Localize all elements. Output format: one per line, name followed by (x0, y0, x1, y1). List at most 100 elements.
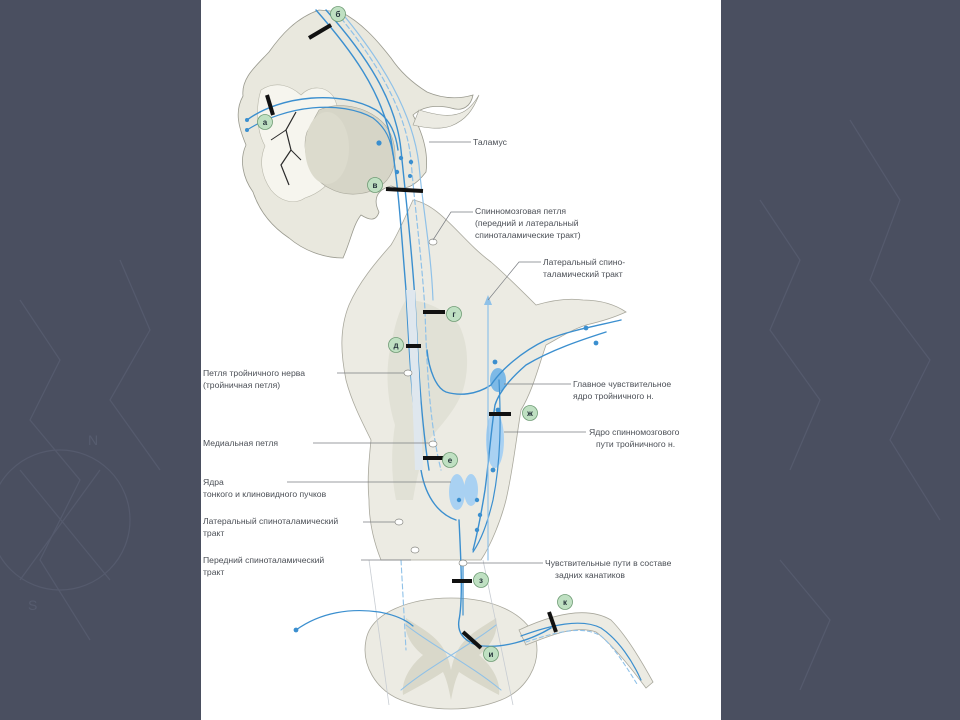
basal-ganglia (305, 112, 349, 184)
label-posterior-columns-2: задних канатиков (555, 570, 625, 580)
dorsal-column-band (406, 290, 423, 470)
lesion-marker-i (461, 630, 483, 650)
cuneate-nucleus (464, 474, 478, 506)
neuron-dot (293, 627, 299, 633)
label-spinal-trigeminal-2: пути тройничного н. (596, 439, 675, 449)
section-marker (458, 559, 468, 567)
label-lateral-stt-top-1: Латеральный спино- (543, 257, 625, 267)
cord-crossing-1 (405, 624, 502, 691)
spinal-nerve-fibre-2 (525, 629, 638, 685)
badge-zh: ж (522, 405, 538, 421)
pathway-main-2 (325, 9, 430, 471)
label-gracile-cuneate-2: тонкого и клиновидного пучков (203, 489, 327, 499)
neuron-dot (490, 467, 496, 473)
neuron-dot (245, 118, 249, 122)
badge-z-label: з (479, 576, 483, 585)
pathway-cortex-a-1 (246, 96, 399, 151)
cord-crossing-2 (400, 624, 497, 691)
label-main-sensory-2: ядро тройничного н. (573, 391, 654, 401)
lesion-marker-b (307, 23, 333, 40)
label-thalamus: Таламус (473, 137, 508, 147)
pathway-to-cord-1 (457, 519, 552, 647)
badge-k-label: к (563, 598, 568, 607)
section-marker (428, 238, 438, 246)
label-anterior-stt-2: тракт (203, 567, 224, 577)
lesion-marker-a (265, 94, 275, 116)
label-spinal-trigeminal-1: Ядро спинномозгового (589, 427, 680, 437)
label-spinal-lemniscus-3: спиноталамические тракт) (475, 230, 581, 240)
badge-d: д (388, 337, 404, 353)
label-trigeminal-lemniscus-2: (тройничная петля) (203, 380, 280, 390)
badge-b: б (330, 6, 346, 22)
label-medial-lemniscus: Медиальная петля (203, 438, 278, 448)
bg-compass-n: N (88, 432, 98, 448)
optic-tract (412, 94, 480, 129)
badge-d-label: д (393, 341, 398, 350)
tract-guide-right (482, 559, 514, 706)
main-sensory-nucleus (490, 368, 506, 392)
badge-a-label: а (263, 118, 268, 127)
badge-g-label: г (452, 310, 456, 319)
gracile-nucleus (449, 474, 465, 510)
label-spinal-lemniscus-2: (передний и латеральный (475, 218, 579, 228)
neuron-dot (408, 159, 414, 165)
neuron-dot (408, 174, 412, 178)
neuron-dot (394, 169, 400, 175)
sensory-pathways-diagram: б а в г д е ж з (203, 6, 680, 710)
spinal-nerve-fibre-1 (520, 622, 642, 681)
label-lateral-stt-bottom-2: тракт (203, 528, 224, 538)
label-lateral-stt-bottom-1: Латеральный спиноталамический (203, 516, 338, 526)
neuron-dot (474, 497, 480, 503)
neuron-dot (398, 155, 404, 161)
label-main-sensory-1: Главное чувствительное (573, 379, 671, 389)
neuron-dot (583, 325, 589, 331)
badge-e: е (442, 452, 458, 468)
section-marker (403, 369, 413, 377)
leader-lateral-stt-top (487, 261, 541, 301)
neuron-dot (593, 340, 599, 346)
section-marker (428, 440, 438, 448)
diagram-panel: б а в г д е ж з (201, 0, 721, 720)
lesion-marker-k (547, 611, 558, 633)
badge-e-label: е (448, 456, 453, 465)
neuron-dot (474, 527, 480, 533)
pathway-main-4 (340, 11, 434, 301)
label-trigeminal-lemniscus-1: Петля тройничного нерва (203, 368, 305, 378)
badge-v-label: в (373, 181, 378, 190)
pathway-trigeminal-1 (426, 319, 622, 395)
pathway-main-3 (335, 11, 442, 471)
section-marker (394, 518, 404, 526)
neuron-dot (495, 407, 501, 413)
neuron-dot (245, 128, 249, 132)
spinal-grey-matter (402, 618, 500, 700)
label-spinal-lemniscus-1: Спинномозговая петля (475, 206, 566, 216)
neuron-dot (376, 140, 382, 146)
label-posterior-columns-1: Чувствительные пути в составе (545, 558, 672, 568)
pathway-trigeminal-2 (472, 331, 607, 551)
pathway-main-1 (315, 9, 457, 521)
section-marker (410, 546, 420, 554)
brainstem-core (387, 300, 468, 500)
label-gracile-cuneate-1: Ядра (203, 477, 224, 487)
neuron-dot (456, 497, 462, 503)
badge-b-label: б (336, 10, 341, 19)
neuron-dot (492, 359, 498, 365)
label-lateral-stt-top-2: таламический тракт (543, 269, 623, 279)
tract-guide-left (368, 559, 390, 706)
badge-g: г (446, 306, 462, 322)
badge-k: к (557, 594, 573, 610)
badge-a: а (257, 114, 273, 130)
badge-i-label: и (489, 650, 494, 659)
neuron-dot (477, 512, 483, 518)
cord-left-column (400, 559, 407, 651)
sulcus-branch (270, 129, 302, 161)
pathway-left-fibre (295, 610, 414, 631)
badge-i: и (483, 646, 499, 662)
leader-spinal-lemniscus (432, 211, 473, 241)
label-anterior-stt-1: Передний спиноталамический (203, 555, 324, 565)
badge-zh-label: ж (526, 409, 533, 418)
badge-v: в (367, 177, 383, 193)
badge-z: з (473, 572, 489, 588)
bg-compass-s: S (28, 597, 37, 613)
